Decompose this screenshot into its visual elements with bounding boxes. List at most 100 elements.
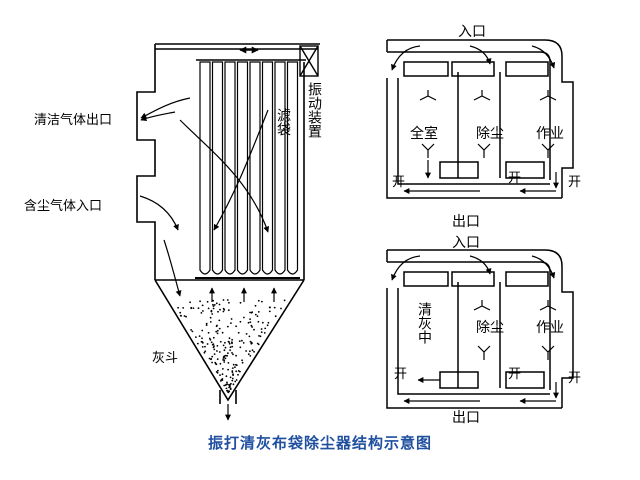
- dust-particle: [250, 324, 253, 327]
- dust-particle: [210, 341, 213, 344]
- dust-particle: [247, 353, 250, 356]
- dust-particle: [205, 324, 208, 326]
- dust-particle: [253, 350, 255, 353]
- dust-particle: [215, 325, 218, 328]
- inlet-flow-arrow: [139, 195, 179, 231]
- dust-particle: [249, 321, 252, 323]
- dust-particle: [208, 357, 211, 360]
- outlet-flow-arrow-2: [140, 111, 176, 121]
- top-open-mid: 开: [508, 171, 521, 186]
- dust-particle: [213, 348, 216, 351]
- dust-particle: [249, 318, 252, 320]
- flow-symbol: [421, 143, 435, 158]
- dust-particle: [210, 309, 213, 312]
- diffuser-symbol: [539, 300, 557, 311]
- dust-particle: [212, 336, 215, 339]
- dust-particle: [237, 331, 240, 334]
- dust-particle: [238, 340, 241, 342]
- dust-particle: [232, 353, 234, 356]
- dust-particle: [228, 342, 231, 345]
- filter-bag: [249, 61, 261, 275]
- top-state-right: 作业: [536, 126, 564, 142]
- dust-particle: [227, 340, 230, 343]
- dust-particle: [212, 343, 215, 346]
- dust-particle: [191, 330, 194, 333]
- dust-particle: [241, 361, 244, 364]
- dust-particle: [261, 321, 264, 324]
- figure-caption: 振打清灰布袋除尘器结构示意图: [207, 434, 432, 452]
- dust-particle: [231, 338, 234, 341]
- dust-particle: [216, 358, 219, 360]
- dust-particle: [207, 307, 210, 310]
- bottom-open-right: 开: [568, 371, 581, 386]
- dust-particle: [227, 362, 230, 364]
- dust-particle: [231, 345, 234, 348]
- dust-particle: [225, 387, 228, 390]
- dust-particle: [229, 346, 232, 349]
- bottom-outlet-label: 出口: [452, 410, 480, 426]
- dust-particle: [264, 327, 267, 330]
- dust-particle: [218, 319, 221, 322]
- dust-particle: [177, 306, 180, 309]
- dust-particle: [222, 344, 225, 347]
- top-outlet-label: 出口: [452, 214, 480, 230]
- valve-box: [439, 371, 479, 389]
- hopper-outlet: [219, 390, 237, 404]
- inlet-arrow: [469, 255, 492, 275]
- dust-particle: [223, 359, 226, 362]
- airflow-arrows: [139, 97, 277, 421]
- dust-particle: [203, 351, 206, 354]
- diffuser-symbol: [473, 90, 491, 101]
- dust-particle: [226, 299, 229, 301]
- dust-particle: [182, 307, 185, 309]
- bag-header-box: [403, 61, 449, 77]
- dust-particle: [227, 390, 230, 393]
- valve-box: [439, 161, 479, 179]
- dust-particle: [239, 320, 242, 323]
- dust-particle: [225, 383, 228, 386]
- filter-bag: [274, 61, 286, 275]
- filter-bag-label: 滤袋: [275, 108, 291, 136]
- dust-particle: [254, 304, 257, 307]
- dust-particle: [254, 313, 257, 316]
- baghouse-housing: [136, 43, 320, 404]
- filter-bags: [196, 59, 306, 275]
- inlet-arrow: [531, 255, 556, 279]
- dust-particle: [219, 362, 222, 365]
- hopper-outline: [154, 279, 305, 402]
- outlet-duct: [397, 288, 550, 395]
- dust-particle: [201, 337, 203, 340]
- dust-particle: [223, 384, 226, 387]
- dusty-inlet-label: 含尘气体入口: [24, 198, 102, 214]
- dust-particle: [235, 363, 237, 366]
- filter-bag: [286, 61, 299, 275]
- inlet-arrow: [469, 45, 492, 65]
- top-state-mid: 除尘: [476, 126, 504, 142]
- dust-particle: [245, 350, 248, 352]
- dust-particle: [204, 345, 206, 348]
- bottom-open-left: 开: [394, 367, 407, 382]
- dust-particle: [199, 300, 202, 303]
- dust-particle: [248, 335, 251, 338]
- dust-particle: [227, 368, 230, 371]
- dust-particle: [231, 377, 234, 380]
- dust-particle: [235, 379, 238, 381]
- diffuser-symbol: [539, 90, 557, 101]
- dust-particle: [231, 367, 234, 369]
- dust-particle: [212, 307, 215, 310]
- dust-particle: [250, 342, 253, 345]
- dust-particle: [218, 303, 221, 306]
- dust-particle: [232, 383, 235, 386]
- flow-symbol: [477, 143, 491, 158]
- dust-particle: [190, 329, 193, 331]
- dust-particle: [197, 307, 200, 310]
- dust-particle: [235, 370, 238, 373]
- dust-particle: [211, 361, 214, 364]
- valve-box: [505, 371, 545, 389]
- inlet-arrow: [531, 45, 556, 69]
- duct-wall: [386, 250, 562, 409]
- housing-left-wall: [136, 44, 156, 280]
- dust-particle: [211, 313, 214, 315]
- dust-particle: [227, 352, 229, 355]
- dust-particle: [234, 380, 237, 383]
